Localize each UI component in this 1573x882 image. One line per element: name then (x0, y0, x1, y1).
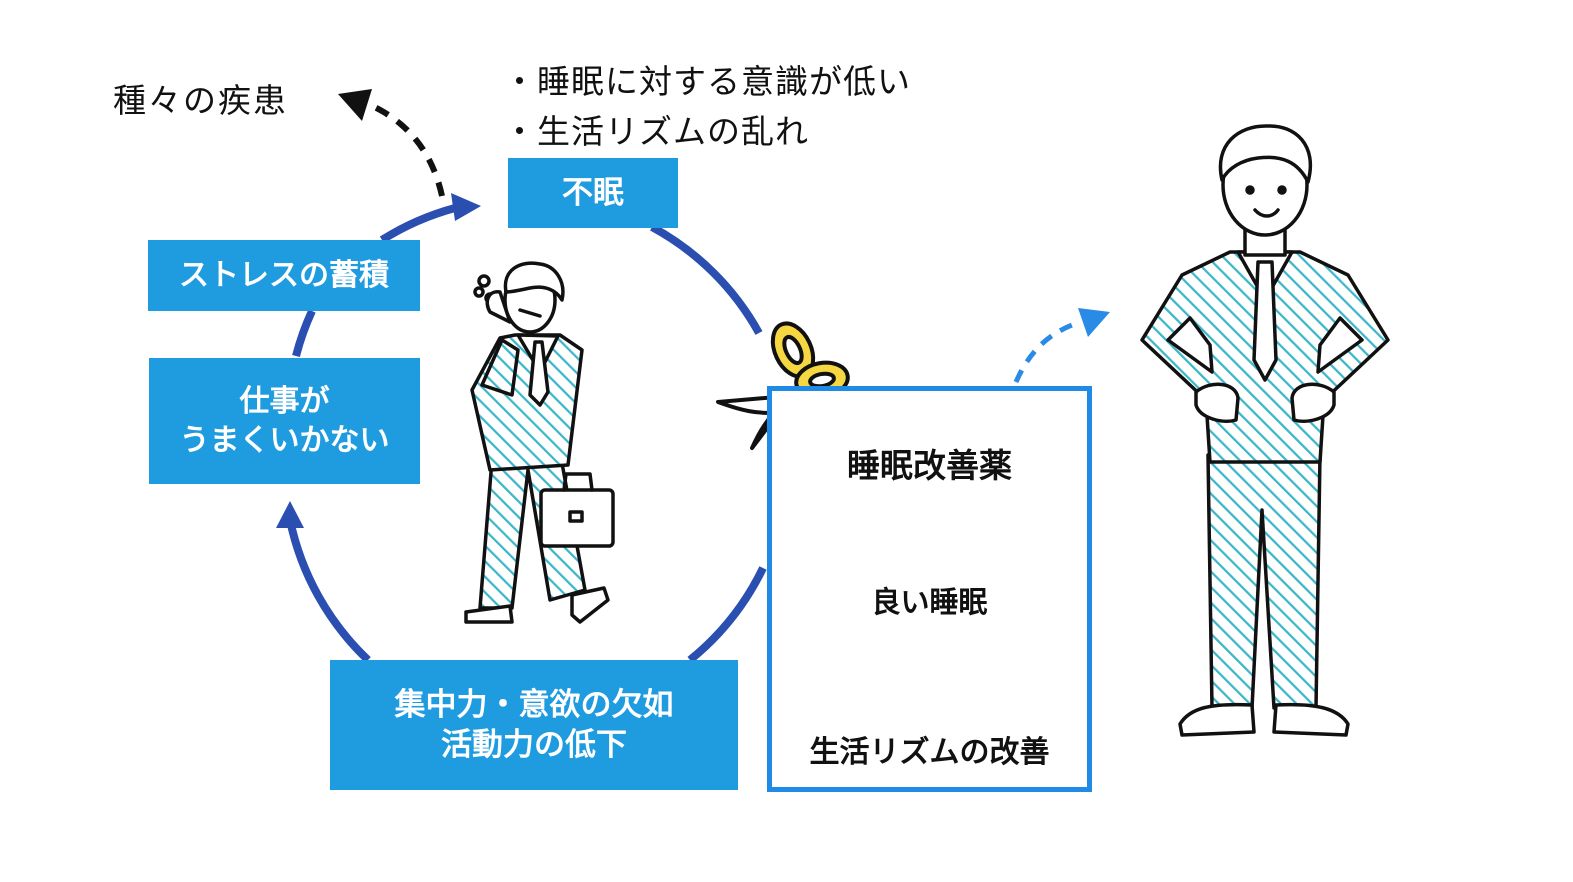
arrowhead-disease (338, 89, 372, 121)
insomnia-box: 不眠 (508, 158, 678, 228)
cycle-arc-top-left (379, 204, 457, 244)
cause-low-awareness: ・睡眠に対する意識が低い (503, 62, 911, 101)
focus-loss-box: 集中力・意欲の欠如 活動力の低下 (330, 660, 738, 790)
cycle-arc-left (292, 309, 316, 358)
work-trouble-box: 仕事が うまくいかない (149, 358, 420, 484)
arrowhead-to-work (276, 501, 304, 528)
dashed-arrow-disease (366, 101, 445, 197)
dashed-arrow-improve (1013, 319, 1081, 384)
tired-businessman-icon (464, 261, 615, 624)
focus-line-2: 活動力の低下 (441, 727, 627, 763)
work-line-2: うまくいかない (179, 423, 390, 458)
cycle-arc-right (650, 223, 763, 335)
cycle-arc-right-lower (687, 566, 767, 664)
insomnia-label: 不眠 (562, 174, 624, 211)
cycle-arrows (286, 204, 767, 664)
good-sleep-label: 良い睡眠 (871, 585, 988, 619)
work-line-1: 仕事が (239, 384, 330, 419)
arrowhead-to-insomnia (451, 193, 481, 221)
cause-rhythm-disorder: ・生活リズムの乱れ (503, 112, 809, 151)
focus-line-1: 集中力・意欲の欠如 (394, 686, 674, 723)
stress-label: ストレスの蓄積 (179, 258, 389, 293)
arrowhead-improve (1078, 308, 1110, 337)
cycle-arc-bottom-left (286, 519, 371, 663)
rhythm-improvement-label: 生活リズムの改善 (809, 735, 1050, 770)
disease-label: 種々の疾患 (113, 81, 288, 120)
confident-businessman-icon (1140, 124, 1390, 737)
medicine-label: 睡眠改善薬 (847, 446, 1012, 485)
stress-box: ストレスの蓄積 (148, 240, 420, 311)
remedy-box: 睡眠改善薬 良い睡眠 生活リズムの改善 (767, 386, 1092, 792)
